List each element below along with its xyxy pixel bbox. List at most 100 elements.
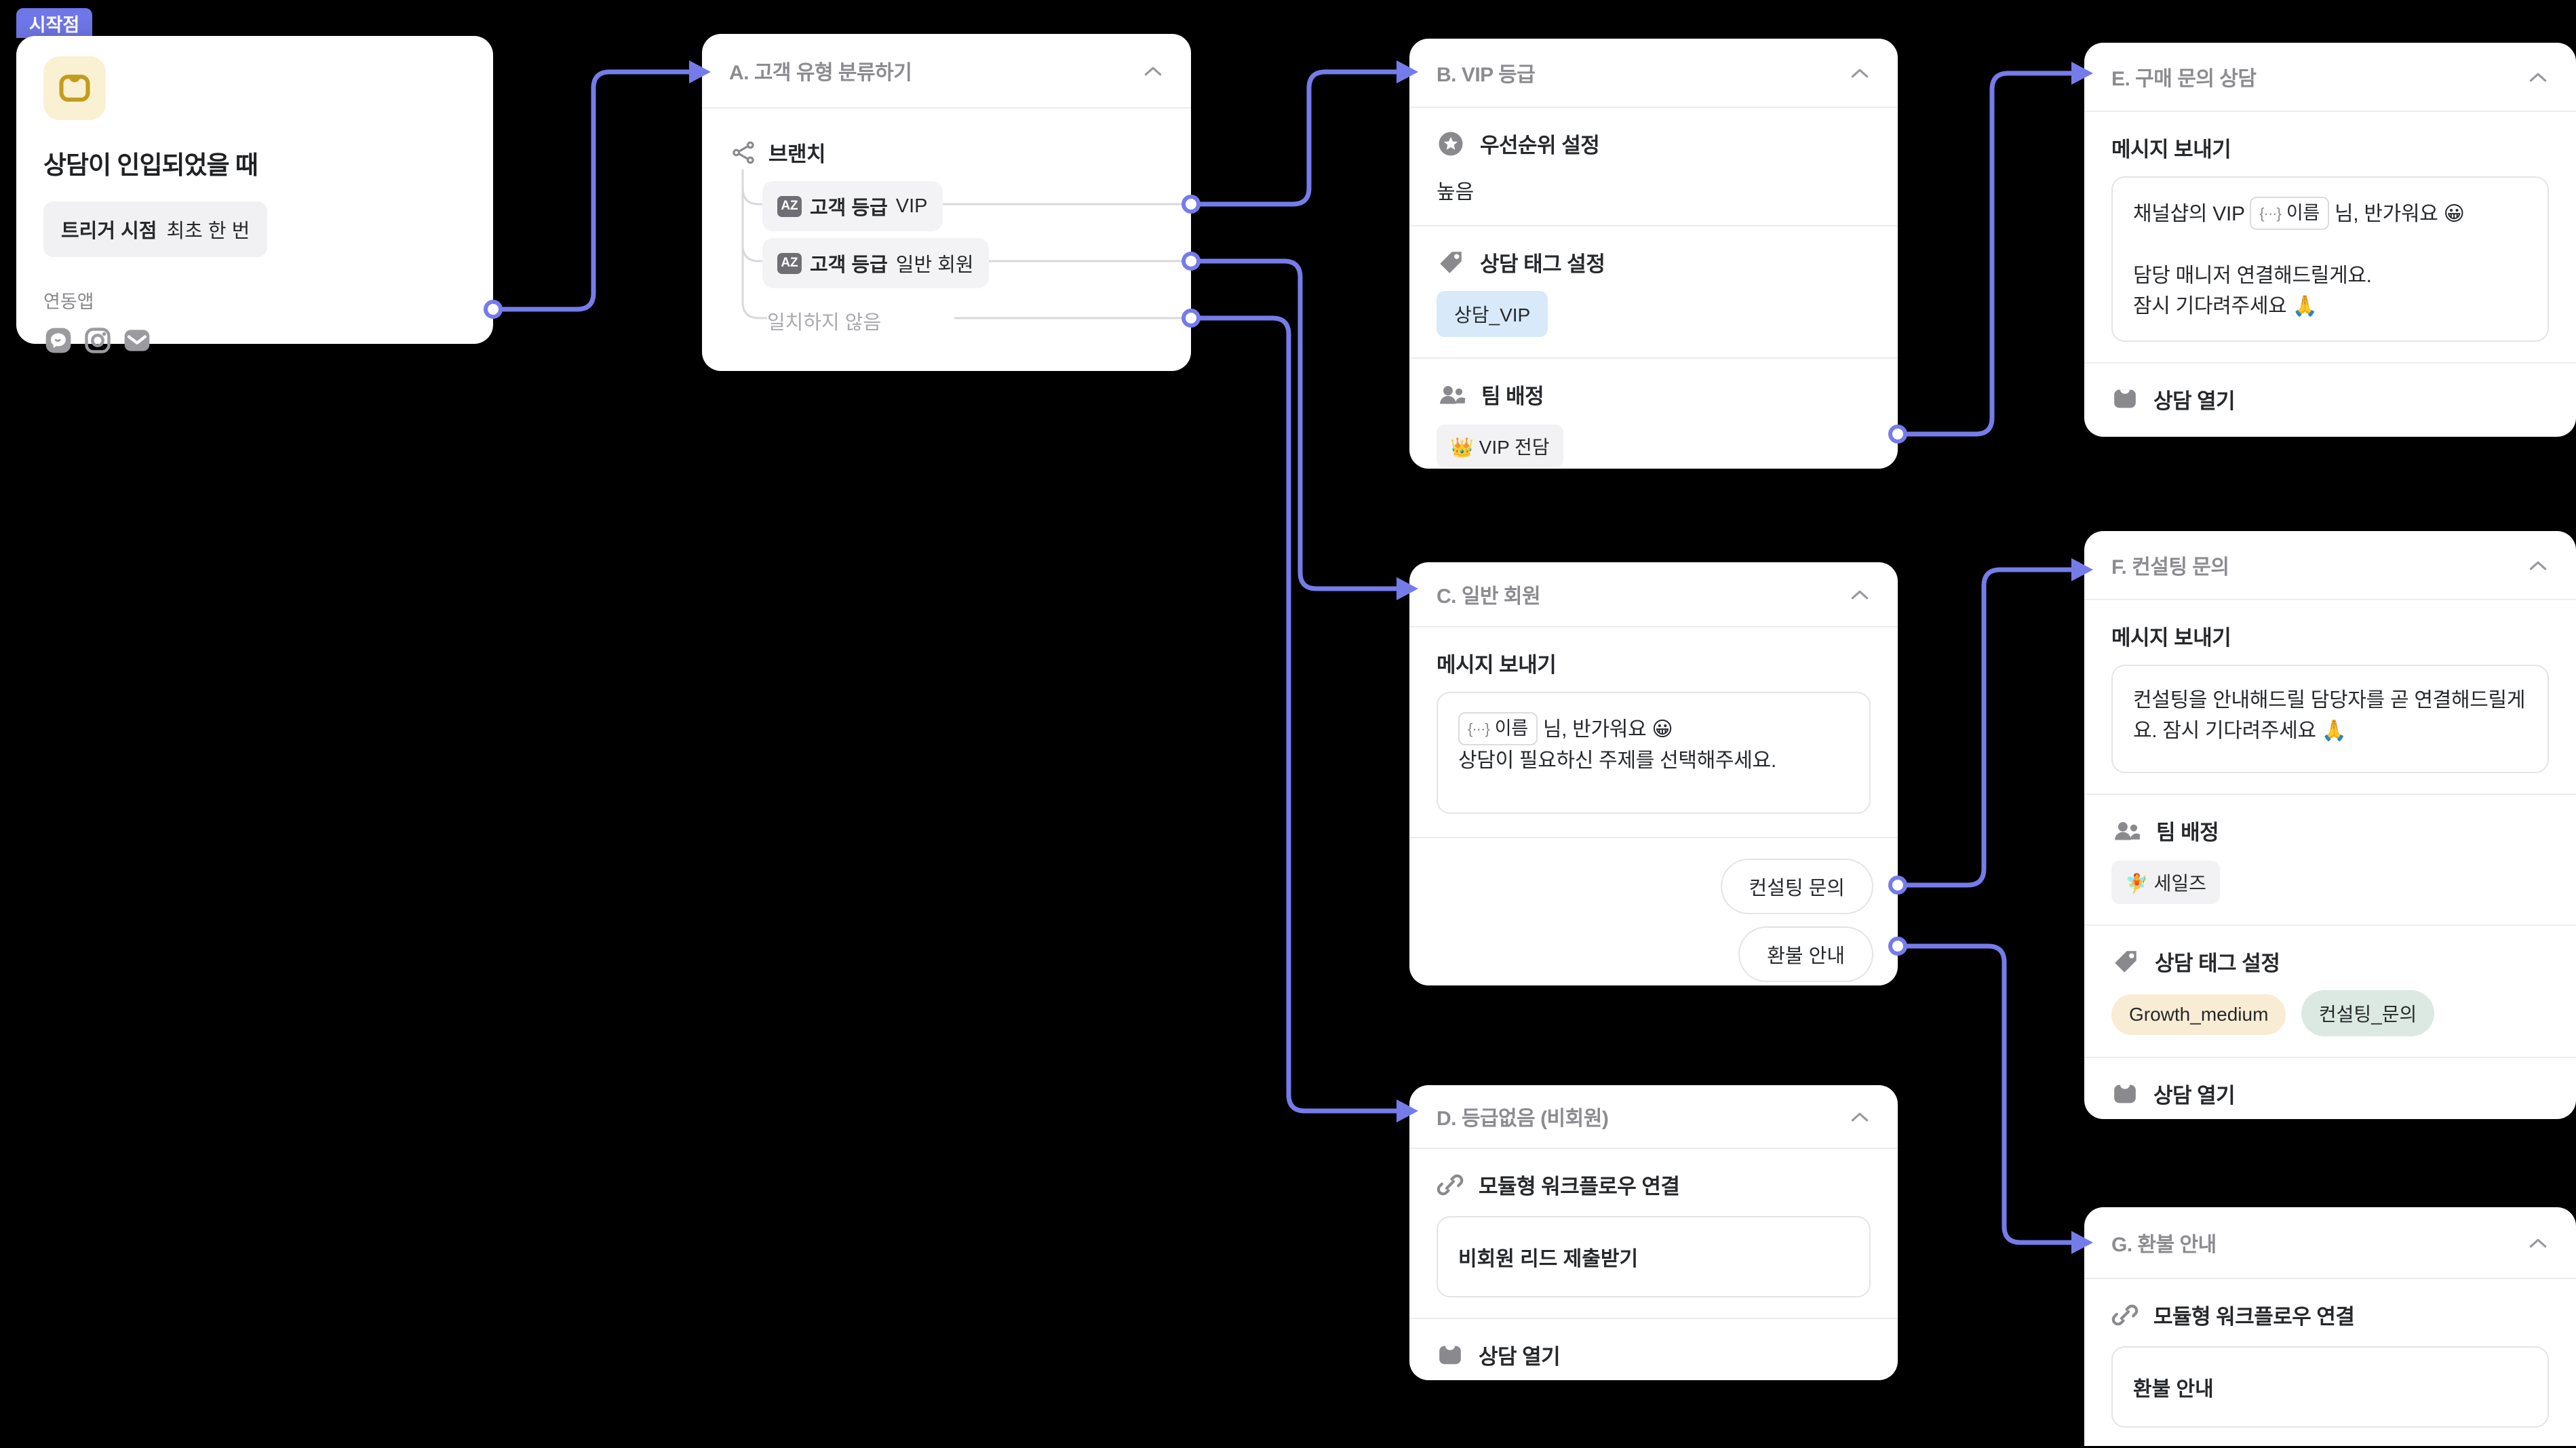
message-editor[interactable]: 컨설팅을 안내해드릴 담당자를 곧 연결해드릴게요. 잠시 기다려주세요 🙏 [2111,665,2549,773]
text-field-icon: AZ [777,195,802,217]
tag-pill-consulting[interactable]: 컨설팅_문의 [2301,990,2435,1036]
tag-icon [1440,251,1462,273]
edge-a-member-to-c [1188,258,1414,591]
branch-fallback-label: 일치하지 않음 [767,312,882,334]
trigger-timing-pill: 트리거 시점 최초 한 번 [43,201,268,257]
team-pill-sales[interactable]: 🧚 세일즈 [2111,861,2220,904]
node-f-title: F. 컨설팅 문의 [2111,556,2229,579]
quick-reply-consulting-button[interactable]: 컨설팅 문의 [1720,859,1873,914]
open-chat-label: 상담 열기 [2153,1084,2236,1108]
collapse-node-e-button[interactable] [2524,67,2552,87]
variable-chip-text: 이름 [2286,203,2320,223]
linked-apps-label: 연동앱 [43,292,94,312]
branch-icon [733,141,754,163]
mail-icon [124,330,150,351]
branch-value: 일반 회원 [895,254,974,276]
trigger-value: 최초 한 번 [166,220,250,242]
team-icon [2115,821,2141,840]
quick-reply-refund-button[interactable]: 환불 안내 [1738,926,1873,982]
chat-trigger-icon-tile [43,56,106,120]
team-icon [1440,385,1466,404]
open-chat-tray-icon [2114,1084,2136,1103]
node-a-card[interactable]: A. 고객 유형 분류하기 브랜치 AZ 고객 등급 VIP AZ 고객 등급 … [702,34,1191,371]
priority-label: 우선순위 설정 [1480,134,1600,157]
trigger-label: 트리거 시점 [61,220,157,242]
priority-value: 높음 [1437,181,1475,203]
chevron-up-icon [1851,1112,1869,1121]
collapse-node-a-button[interactable] [1139,61,1167,81]
message-editor[interactable]: {···}이름 님, 반가워요 😀 상담이 필요하신 주제를 선택해주세요. [1437,692,1871,814]
link-icon [1437,1174,1464,1195]
branch-condition-member[interactable]: AZ 고객 등급 일반 회원 [762,238,989,288]
modular-workflow-label: 모듈형 워크플로우 연결 [1479,1175,1680,1198]
chevron-up-icon [1851,69,1869,77]
edge-a-fallback-to-d [1188,315,1414,1114]
variable-chip-name[interactable]: {···}이름 [1458,712,1538,745]
branch-value: VIP [895,195,928,217]
start-point-badge: 시작점 [16,8,92,38]
open-chat-tray-icon [1439,1346,1461,1364]
text-field-icon: AZ [777,252,802,274]
branch-label: 브랜치 [768,142,826,166]
variable-chip-text: 이름 [1494,718,1528,739]
instagram-icon [85,328,111,353]
team-assign-label: 팀 배정 [2156,821,2219,844]
tag-pill-vip[interactable]: 상담_VIP [1437,291,1548,337]
branch-condition-vip[interactable]: AZ 고객 등급 VIP [762,181,943,231]
chevron-up-icon [2529,73,2547,81]
message-line1-suffix: 님, 반가워요 😀 [2328,202,2465,225]
node-a-title: A. 고객 유형 분류하기 [729,62,912,84]
open-chat-label: 상담 열기 [1479,1345,1561,1369]
tag-pill-growth-medium[interactable]: Growth_medium [2111,994,2286,1035]
send-message-label: 메시지 보내기 [2111,626,2231,650]
edge-c-consulting-to-f [1895,567,2089,888]
collapse-node-g-button[interactable] [2524,1233,2552,1253]
edge-start-to-a [490,69,707,312]
message-line1: 님, 반가워요 😀 [1537,718,1673,741]
inbox-chat-icon [59,75,90,102]
collapse-node-c-button[interactable] [1846,585,1873,604]
node-b-title: B. VIP 등급 [1437,64,1536,86]
node-c-title: C. 일반 회원 [1437,585,1541,608]
edge-b-to-e [1895,71,2089,437]
node-d-title: D. 등급없음 (비회원) [1437,1108,1609,1130]
message-editor[interactable]: 채널샵의 VIP {···}이름 님, 반가워요 😀 담당 매니저 연결해드릴게… [2111,176,2549,342]
edge-a-vip-to-b [1188,69,1414,207]
team-pill-vip[interactable]: 👑 VIP 전담 [1437,425,1563,468]
modular-workflow-label: 모듈형 워크플로우 연결 [2153,1305,2355,1329]
node-g-card[interactable]: G. 환불 안내 모듈형 워크플로우 연결 환불 안내 [2084,1207,2576,1446]
chat-tag-label: 상담 태그 설정 [1480,252,1605,276]
chevron-up-icon [2529,1238,2547,1247]
linked-workflow-box[interactable]: 비회원 리드 제출받기 [1437,1216,1871,1297]
chevron-up-icon [2529,561,2547,570]
variable-icon: {···} [1468,720,1490,737]
edge-c-refund-to-g [1895,943,2089,1245]
collapse-node-b-button[interactable] [1846,63,1873,83]
node-c-card[interactable]: C. 일반 회원 메시지 보내기 {···}이름 님, 반가워요 😀 상담이 필… [1409,562,1898,985]
message-line3: 잠시 기다려주세요 🙏 [2133,294,2318,317]
open-chat-label: 상담 열기 [2153,389,2236,413]
node-e-card[interactable]: E. 구매 문의 상담 메시지 보내기 채널샵의 VIP {···}이름 님, … [2084,43,2576,437]
linked-workflow-box[interactable]: 환불 안내 [2111,1346,2549,1428]
priority-star-icon [1439,132,1463,155]
branch-field: 고객 등급 [810,254,888,276]
message-line1-prefix: 채널샵의 VIP [2133,202,2250,225]
chevron-up-icon [1851,590,1869,599]
node-b-card[interactable]: B. VIP 등급 우선순위 설정 높음 상담 태그 설정 상담_VIP [1409,39,1898,469]
node-e-title: E. 구매 문의 상담 [2111,68,2257,90]
node-d-card[interactable]: D. 등급없음 (비회원) 모듈형 워크플로우 연결 비회원 리드 제출받기 상… [1409,1085,1898,1380]
start-node-card[interactable]: 상담이 인입되었을 때 트리거 시점 최초 한 번 연동앱 [16,36,493,353]
branch-field: 고객 등급 [810,197,888,219]
collapse-node-f-button[interactable] [2524,555,2552,575]
open-chat-tray-icon [2114,389,2136,408]
message-line2: 담당 매니저 연결해드릴게요. [2133,264,2372,287]
send-message-label: 메시지 보내기 [2111,138,2231,161]
variable-chip-name[interactable]: {···}이름 [2250,197,2329,230]
node-g-title: G. 환불 안내 [2111,1234,2217,1256]
channel-talk-icon [45,328,71,353]
send-message-label: 메시지 보내기 [1437,653,1557,677]
link-icon [2111,1304,2139,1325]
collapse-node-d-button[interactable] [1846,1107,1873,1127]
chat-tag-label: 상담 태그 설정 [2155,952,2280,975]
node-f-card[interactable]: F. 컨설팅 문의 메시지 보내기 컨설팅을 안내해드릴 담당자를 곧 연결해드… [2084,531,2576,1119]
